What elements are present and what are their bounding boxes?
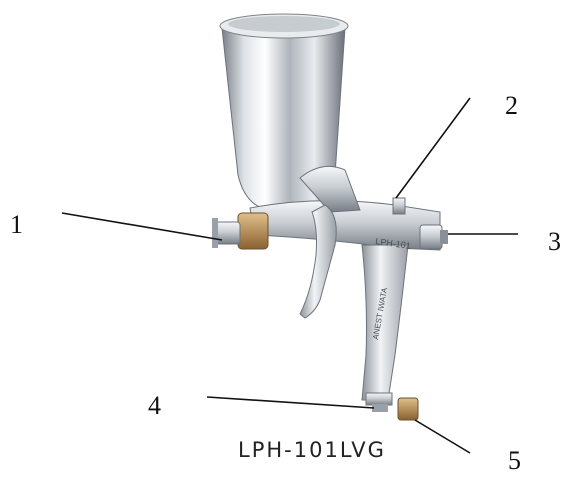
callout-5: 5 — [508, 446, 521, 475]
leader-line-2 — [395, 97, 471, 199]
paint-cup — [219, 13, 349, 225]
callout-3: 3 — [548, 227, 561, 256]
callout-2: 2 — [505, 91, 518, 120]
handle — [361, 244, 419, 421]
air-cap — [212, 212, 269, 250]
callout-4: 4 — [148, 391, 161, 420]
trigger — [299, 204, 337, 319]
rear-adjusters — [392, 197, 448, 250]
model-caption: LPH-101LVG — [238, 438, 386, 462]
body-engraving: LPH-101 — [375, 236, 412, 251]
leader-line-1 — [61, 212, 223, 241]
leader-line-4 — [206, 396, 375, 409]
leader-line-5 — [414, 419, 471, 454]
callout-1: 1 — [10, 210, 23, 239]
